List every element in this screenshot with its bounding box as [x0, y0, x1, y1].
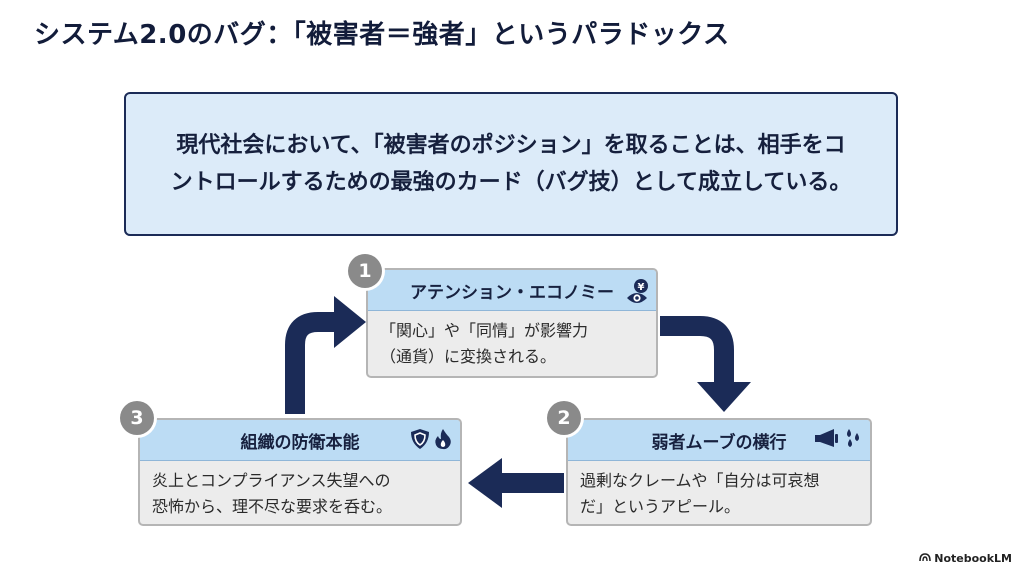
- brand-label: NotebookLM: [934, 552, 1012, 565]
- arrow-2-to-3: [468, 458, 564, 508]
- cycle-card-2: 弱者ムーブの横行 過剰なクレームや「自分は可哀想 だ」というアピール。: [566, 418, 872, 526]
- step-badge-3: 3: [120, 401, 154, 435]
- card-body-line: （通貨）に変換される。: [380, 347, 557, 366]
- megaphone-icon: [814, 428, 840, 452]
- arrow-1-to-2: [660, 316, 751, 412]
- yen-icon: ¥: [634, 278, 648, 297]
- card-title: 組織の防衛本能: [240, 432, 360, 453]
- step-badge-2: 2: [547, 401, 581, 435]
- arrow-3-to-1: [285, 296, 366, 414]
- card-body-line: 「関心」や「同情」が影響力: [380, 321, 589, 340]
- card-body: 過剰なクレームや「自分は可哀想 だ」というアピール。: [568, 461, 870, 524]
- summary-box: 現代社会において、「被害者のポジション」を取ることは、相手をコントロールするため…: [124, 92, 898, 236]
- summary-text: 現代社会において、「被害者のポジション」を取ることは、相手をコントロールするため…: [170, 133, 852, 195]
- step-badge-1: 1: [348, 254, 382, 288]
- shield-icon: [410, 428, 430, 454]
- card-header: 弱者ムーブの横行: [568, 420, 870, 461]
- cycle-card-1: アテンション・エコノミー ¥ 「関心」や「同情」が影響力 （通貨）に変換される。: [366, 268, 658, 378]
- card-body: 「関心」や「同情」が影響力 （通貨）に変換される。: [368, 311, 656, 376]
- svg-text:¥: ¥: [638, 282, 645, 293]
- card-body-line: 炎上とコンプライアンス失望への: [152, 471, 391, 490]
- card-title: 弱者ムーブの横行: [651, 432, 787, 453]
- page-title: システム2.0のバグ：「被害者＝強者」というパラドックス: [34, 20, 730, 50]
- card-body-line: だ」というアピール。: [580, 497, 741, 516]
- card-header: アテンション・エコノミー ¥: [368, 270, 656, 311]
- card-body-line: 恐怖から、理不尽な要求を呑む。: [152, 497, 393, 516]
- card-body: 炎上とコンプライアンス失望への 恐怖から、理不尽な要求を呑む。: [140, 461, 460, 524]
- card-title: アテンション・エコノミー: [410, 282, 614, 303]
- card-body-line: 過剰なクレームや「自分は可哀想: [580, 471, 820, 490]
- tears-icon: [844, 428, 862, 452]
- eye-icon: [626, 290, 648, 309]
- flame-icon: [434, 428, 452, 454]
- brand-watermark: NotebookLM: [919, 552, 1012, 565]
- cycle-card-3: 組織の防衛本能 炎上とコンプライアンス失望への 恐怖から、理不尽な要求を呑む。: [138, 418, 462, 526]
- card-header: 組織の防衛本能: [140, 420, 460, 461]
- notebooklm-logo-icon: [919, 552, 932, 565]
